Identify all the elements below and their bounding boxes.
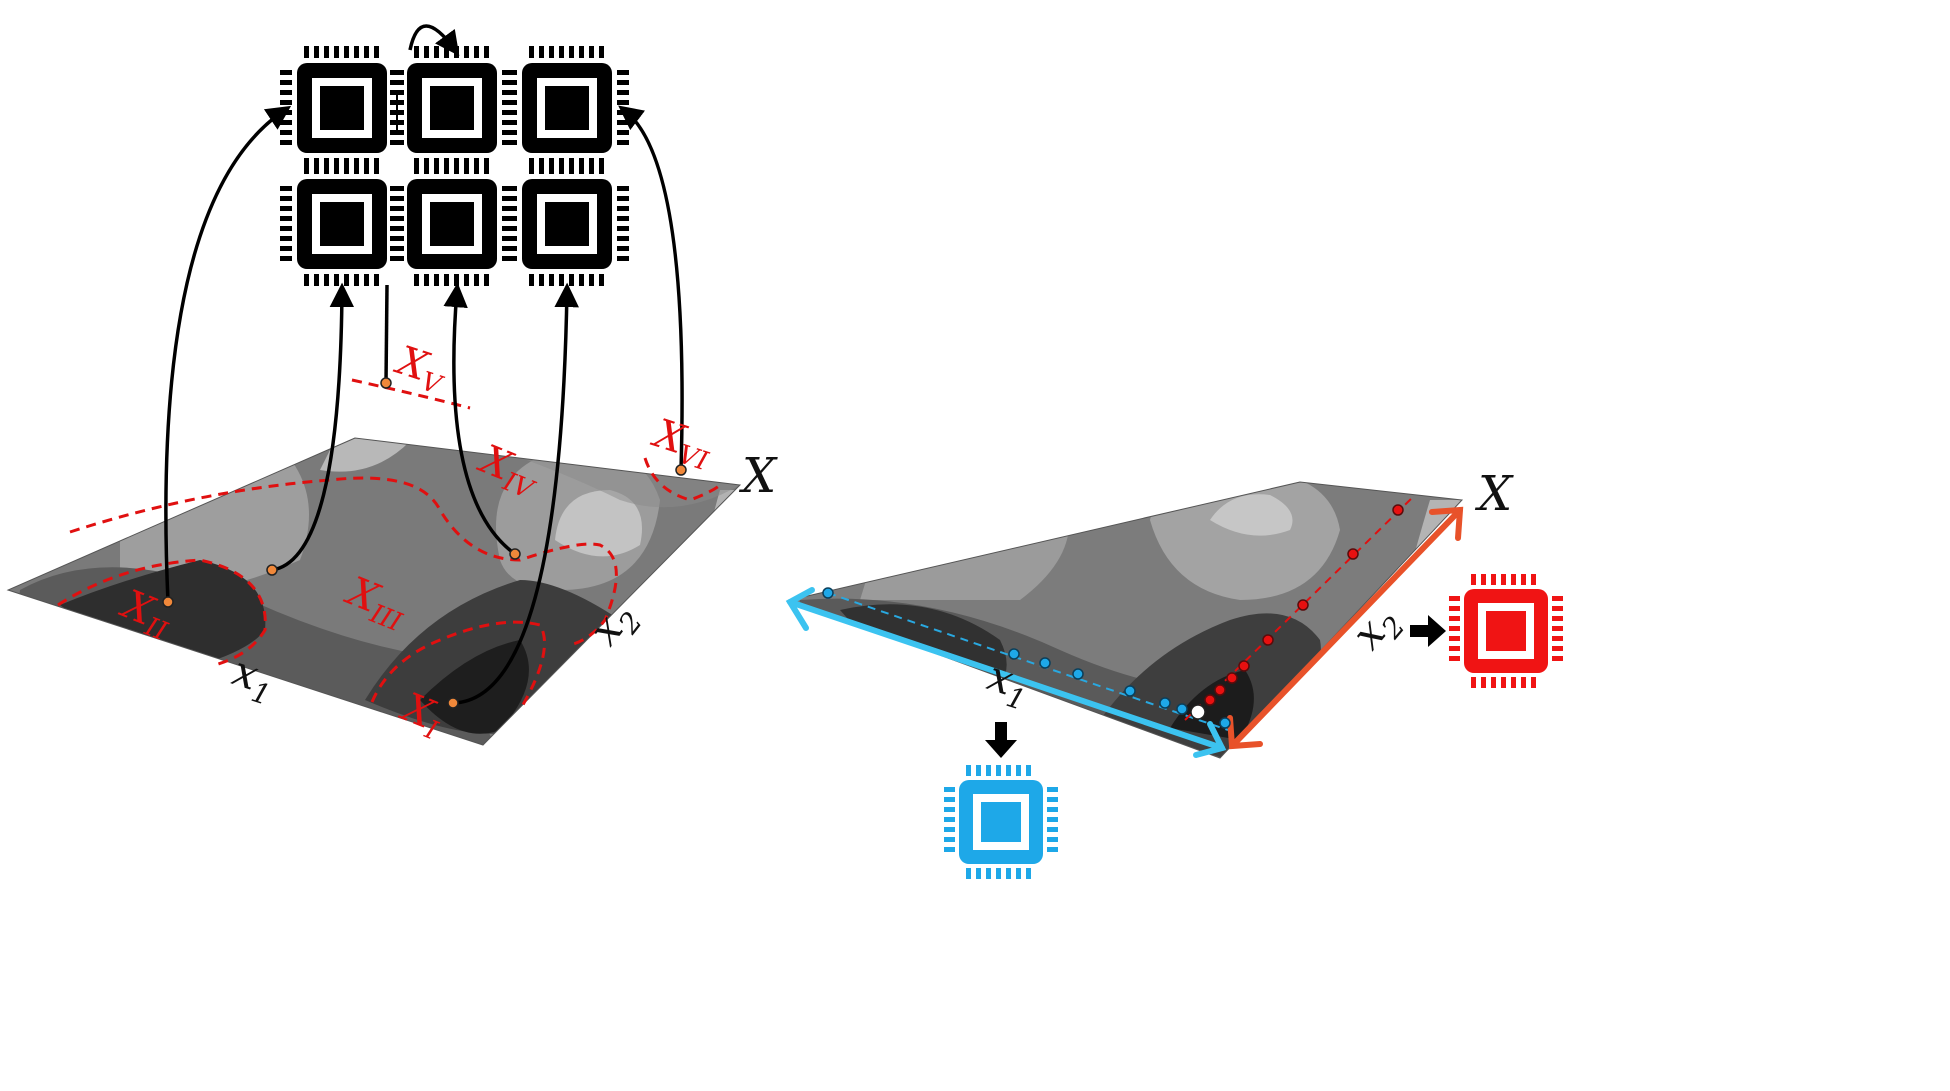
x2-to-chip-arrow (1410, 615, 1446, 647)
line-x-v (384, 284, 389, 384)
x1-cpu-chip-icon (944, 765, 1058, 879)
arrow-chip-swap (408, 24, 460, 56)
boundary-x-vi (643, 457, 721, 502)
cpu-chip-icon (280, 46, 404, 170)
x2-sample-points (1204, 504, 1404, 706)
x1-to-chip-arrow (985, 722, 1017, 758)
right-domain-label: X (1474, 466, 1514, 522)
region-to-processor-arrows (164, 24, 684, 705)
arrow-x-iv (443, 282, 517, 556)
x2-axis-arrow (1227, 506, 1464, 750)
label-x-vi: XVI (645, 410, 719, 477)
arrow-x-iii (271, 282, 355, 572)
arrow-x-i (452, 282, 579, 705)
right-axis-x2-label: x2 (1342, 595, 1412, 663)
arrow-x-vi (618, 105, 684, 471)
arrow-x-ii (164, 105, 292, 603)
boundary-x-iii (69, 476, 618, 647)
cpu-chip-icon (390, 46, 514, 170)
label-x-v: XV (388, 337, 454, 402)
boundary-x-ii (57, 558, 267, 667)
left-axis-x2-label: x2 (579, 591, 649, 658)
x1-axis-arrow (785, 587, 1227, 758)
processor-grid (280, 46, 629, 286)
optimum-point (1190, 704, 1206, 720)
left-domain-label: X (738, 448, 778, 504)
x1-sample-points (822, 587, 1231, 729)
boundary-x-v (351, 378, 471, 410)
x2-cpu-chip-icon (1449, 574, 1563, 688)
cpu-chip-icon (505, 162, 629, 286)
region-boundaries (57, 378, 721, 711)
sample-points (162, 377, 687, 709)
cpu-chip-icon (390, 162, 514, 286)
cpu-chip-icon (505, 46, 629, 170)
boundary-x-i (370, 620, 546, 711)
cpu-chip-icon (280, 162, 404, 286)
